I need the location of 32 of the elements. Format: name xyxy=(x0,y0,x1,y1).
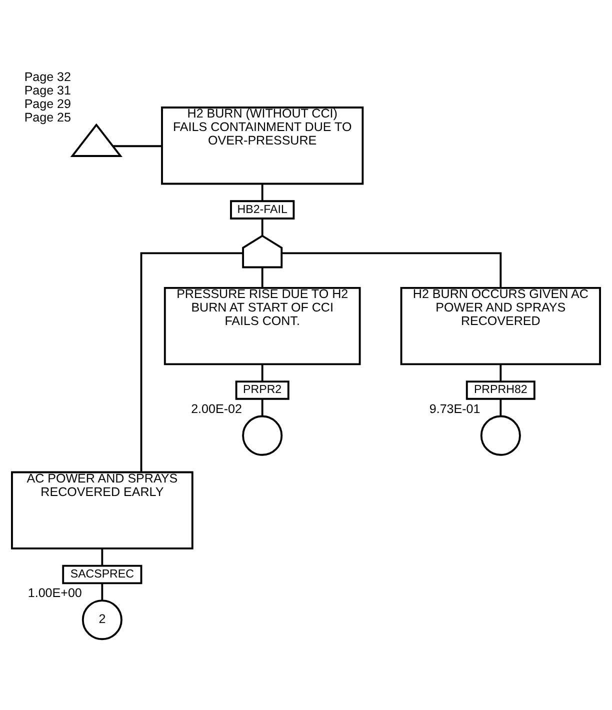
connector xyxy=(101,548,104,566)
node-circle: 2 xyxy=(82,600,122,640)
node-box: H2 BURN OCCURS GIVEN AC POWER AND SPRAYS RECOVERED xyxy=(400,286,601,366)
connector xyxy=(261,184,264,201)
node-box: H2 BURN (WITHOUT CCI) FAILS CONTAINMENT DUE TO OVER-PRESSURE xyxy=(161,106,364,185)
node-box: SACSPREC xyxy=(62,564,142,584)
connector xyxy=(140,252,243,472)
node-label: Page 32 xyxy=(24,70,72,84)
node-triangle xyxy=(70,123,122,157)
node-gate xyxy=(242,234,283,268)
connector xyxy=(500,398,502,416)
connector xyxy=(261,218,264,236)
node-box: PRPRH82 xyxy=(466,380,536,400)
connector xyxy=(112,145,162,148)
connector xyxy=(101,583,104,600)
connector xyxy=(282,252,502,288)
node-circle xyxy=(480,415,521,456)
node-label: Page 29 xyxy=(24,96,72,111)
connector xyxy=(261,364,264,382)
connector xyxy=(261,268,264,288)
node-box: AC POWER AND SPRAYS RECOVERED EARLY xyxy=(11,471,194,550)
node-label: 9.73E-01 xyxy=(429,402,480,416)
connector xyxy=(500,364,502,382)
node-box: PRPR2 xyxy=(235,380,290,400)
node-label: 1.00E+00 xyxy=(28,586,82,600)
node-label: Page 31 xyxy=(24,83,72,98)
node-box: PRESSURE RISE DUE TO H2 BURN AT START OF CCI FAILS CONT. xyxy=(164,286,361,366)
node-label: 2.00E-02 xyxy=(191,402,242,416)
node-box: HB2-FAIL xyxy=(230,200,295,220)
connector xyxy=(261,398,264,416)
node-circle xyxy=(242,415,283,456)
node-label: Page 25 xyxy=(24,110,72,124)
